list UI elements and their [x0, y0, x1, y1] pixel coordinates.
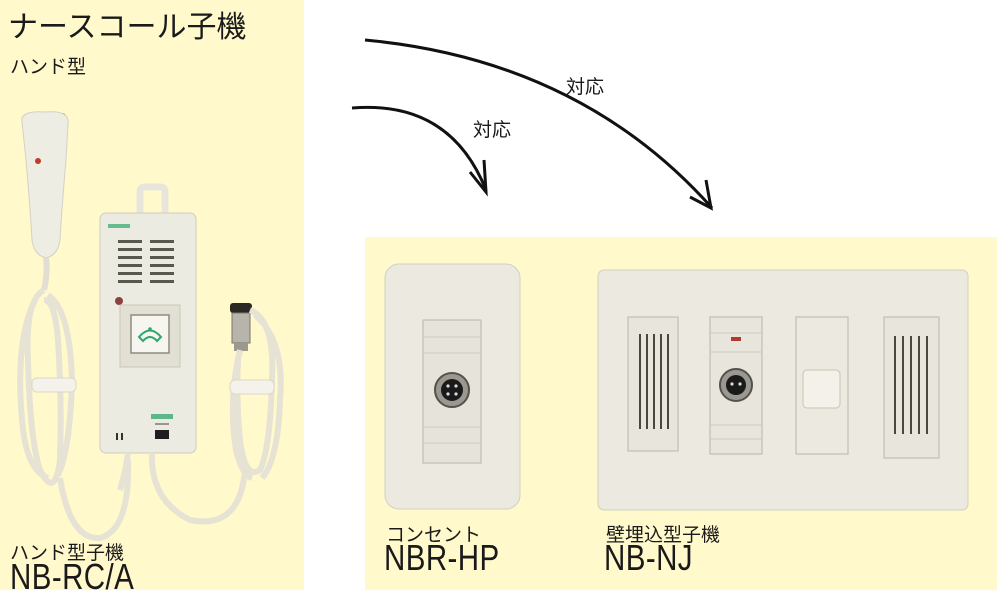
- wall-unit-model-label: NB-NJ: [604, 537, 693, 578]
- right-cable-icon: [229, 307, 284, 481]
- cable-tie-right-icon: [229, 379, 275, 395]
- arrow-label-short: 対応: [473, 119, 512, 141]
- page-subtitle: ハンド型: [10, 56, 87, 78]
- handset-grip-icon: [21, 111, 69, 291]
- outlet-type-label: コンセント: [386, 524, 482, 546]
- wall-devices-panel: コンセント NBR-HP 壁埋込型子機 NB-NJ: [365, 237, 997, 590]
- call-unit-body-icon: [99, 183, 197, 454]
- handset-illustration: [17, 111, 284, 542]
- wall-unit-type-label: 壁埋込型子機: [606, 524, 721, 546]
- wall-unit-plate-icon: [597, 269, 969, 511]
- long-arrow-icon: [364, 38, 714, 209]
- short-arrow-icon: [351, 105, 488, 191]
- led-indicator-icon: [731, 337, 741, 341]
- handset-type-label: ハンド型子機: [10, 542, 125, 564]
- handset-panel: ナースコール子機 ハンド型: [0, 0, 304, 597]
- wall-devices-illustration: [384, 263, 969, 511]
- handset-model-label: NB-RC/A: [10, 556, 135, 597]
- outlet-plate-icon: [384, 263, 521, 510]
- outlet-model-label: NBR-HP: [384, 537, 500, 578]
- connector-plug-icon: [230, 303, 252, 351]
- page-title: ナースコール子機: [8, 10, 247, 45]
- bottom-cable-icon: [117, 452, 248, 525]
- cable-tie-left-icon: [31, 377, 77, 393]
- arrow-label-long: 対応: [566, 76, 605, 98]
